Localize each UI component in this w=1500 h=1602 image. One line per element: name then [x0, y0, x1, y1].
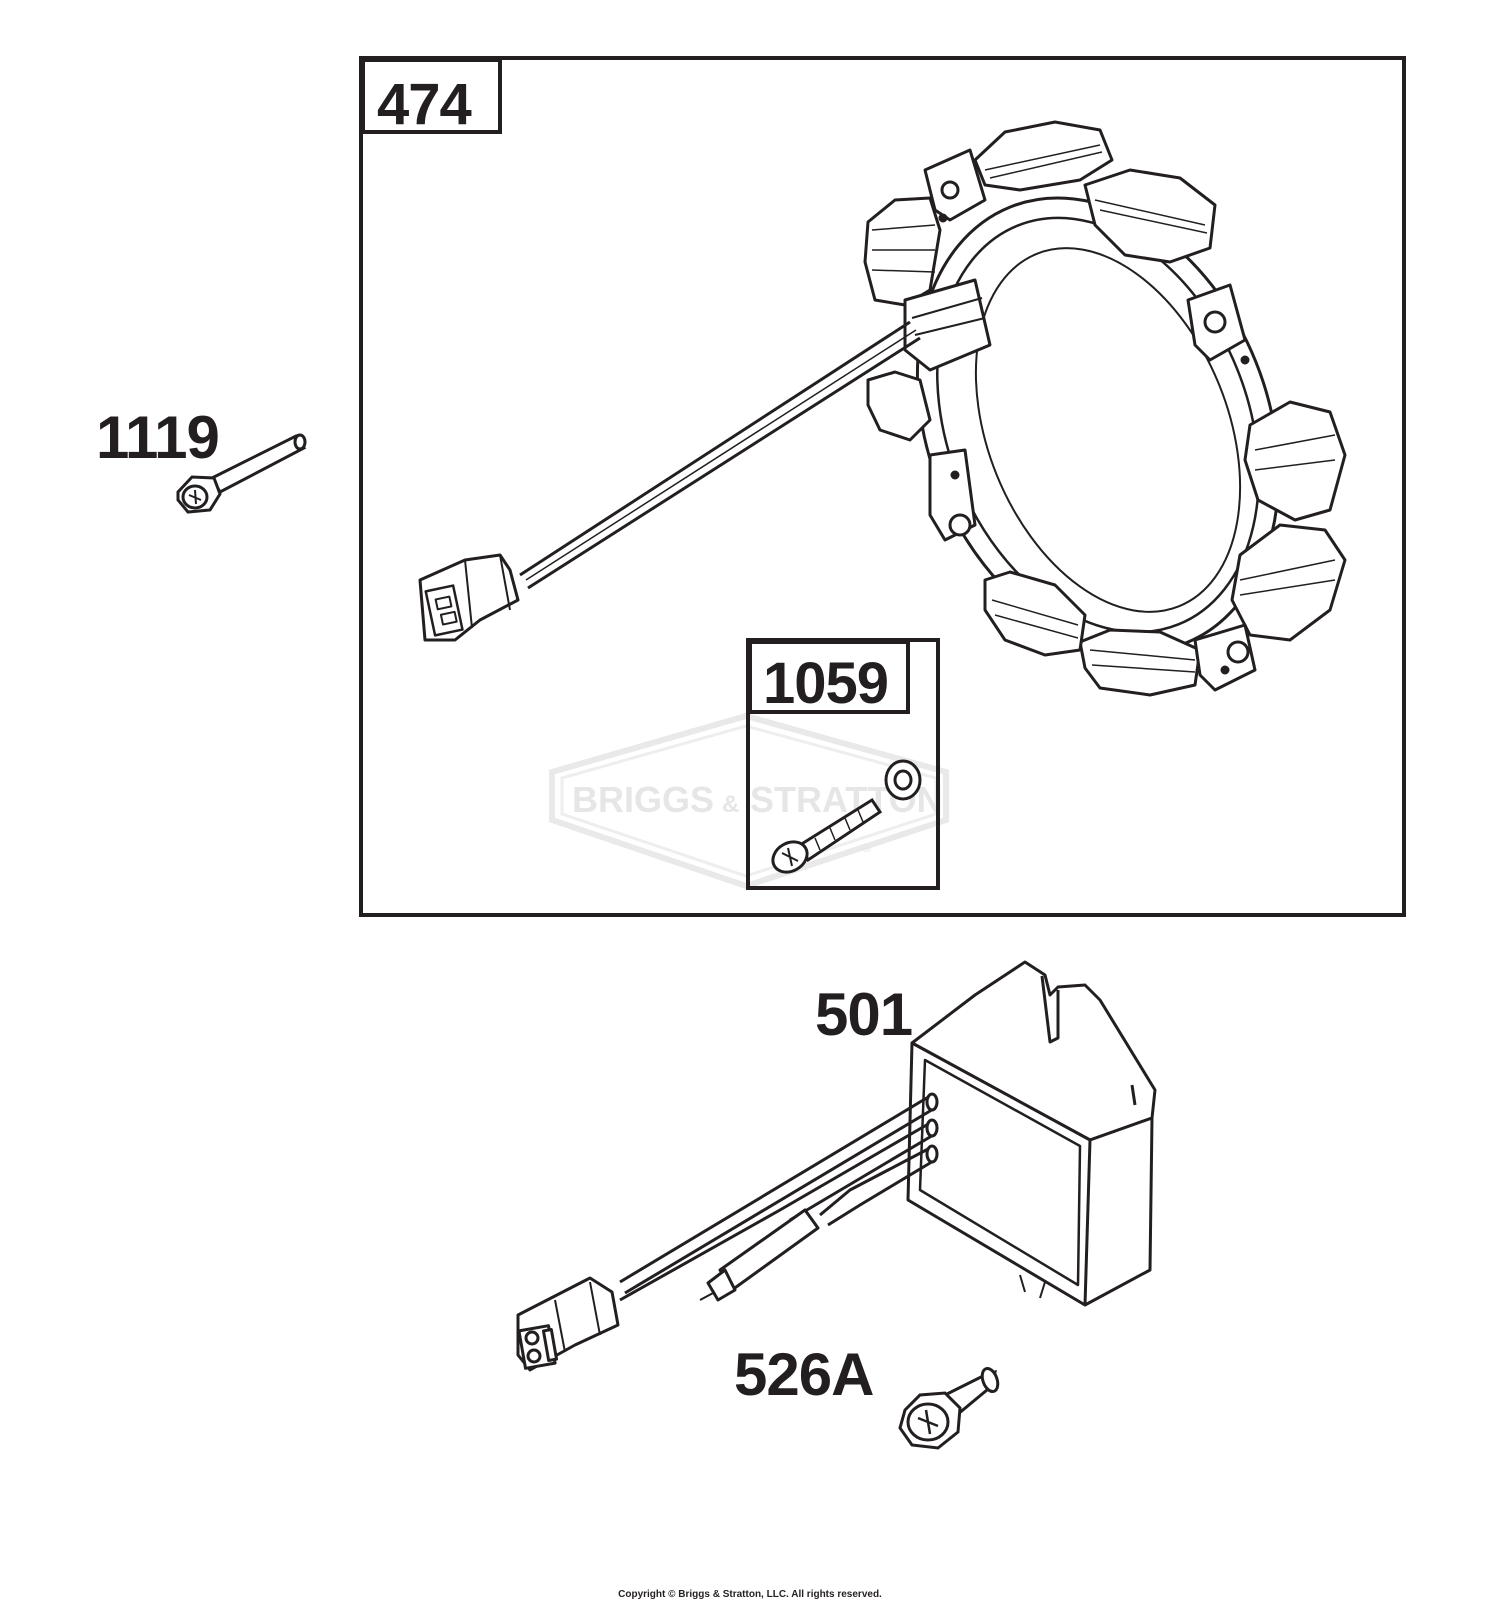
bolt-1119-drawing: [176, 433, 307, 514]
bolt-526A-drawing: [898, 1366, 1000, 1450]
screw-kit-drawing: [771, 759, 922, 874]
copyright-notice: Copyright © Briggs & Stratton, LLC. All …: [618, 1589, 882, 1600]
callout-501: 501: [815, 981, 913, 1048]
callout-474: 474: [377, 72, 472, 137]
watermark-amp: &: [722, 791, 739, 818]
callout-1059: 1059: [763, 651, 889, 716]
callout-1119: 1119: [96, 404, 220, 471]
watermark-reg: ®: [862, 841, 871, 855]
watermark-brand: BRIGGS: [572, 779, 714, 820]
stator-group-frame: [359, 56, 1406, 917]
callout-526A: 526A: [734, 1341, 874, 1408]
screw-kit-label-box: [748, 640, 910, 714]
brand-watermark: BRIGGS & STRATTON ®: [549, 712, 949, 890]
regulator-drawing: [516, 960, 1157, 1372]
stator-drawing: [418, 120, 1347, 697]
stator-label-box: [361, 58, 502, 134]
